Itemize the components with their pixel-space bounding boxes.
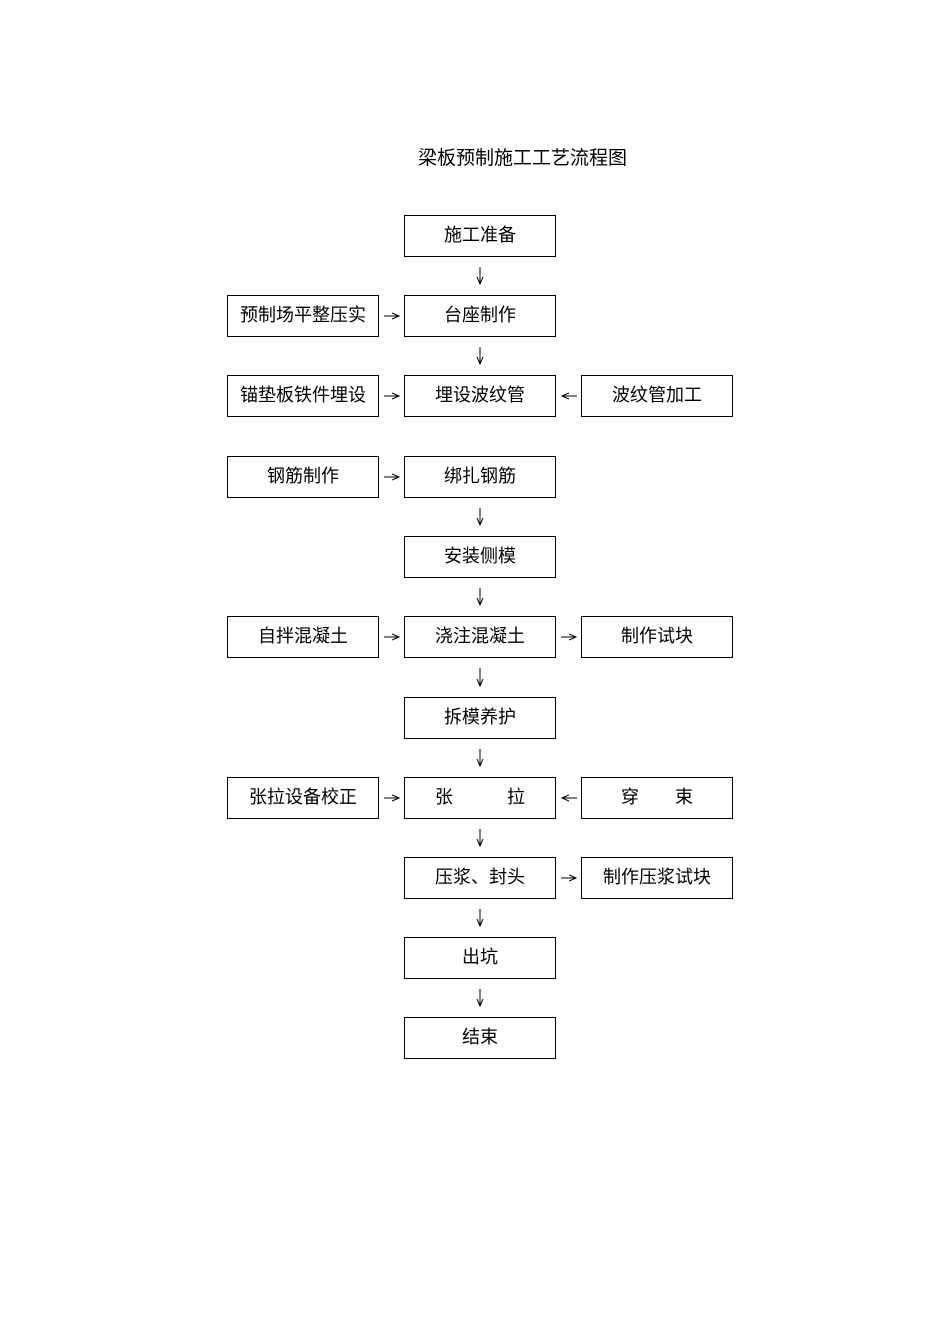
step-embed-corrugated-pipe: 埋设波纹管 [404,375,556,417]
step-pedestal-making: 台座制作 [404,295,556,337]
left-tension-equipment-calibration: 张拉设备校正 [227,777,379,819]
right-corrugated-pipe-processing: 波纹管加工 [581,375,733,417]
right-make-test-blocks: 制作试块 [581,616,733,658]
right-threading-strands: 穿 束 [581,777,733,819]
page-title: 梁板预制施工工艺流程图 [417,147,627,169]
step-remove-formwork-cure: 拆模养护 [404,697,556,739]
left-anchor-plate-embedding: 锚垫板铁件埋设 [227,375,379,417]
step-pour-concrete: 浇注混凝土 [404,616,556,658]
left-self-mix-concrete: 自拌混凝土 [227,616,379,658]
step-out-of-pit: 出坑 [404,937,556,979]
step-install-side-formwork: 安装侧模 [404,536,556,578]
left-site-leveling: 预制场平整压实 [227,295,379,337]
right-make-grout-test-blocks: 制作压浆试块 [581,857,733,899]
step-end: 结束 [404,1017,556,1059]
step-tensioning: 张 拉 [404,777,556,819]
step-grouting-sealing: 压浆、封头 [404,857,556,899]
left-rebar-fabrication: 钢筋制作 [227,456,379,498]
step-tie-rebar: 绑扎钢筋 [404,456,556,498]
step-construction-preparation: 施工准备 [404,215,556,257]
